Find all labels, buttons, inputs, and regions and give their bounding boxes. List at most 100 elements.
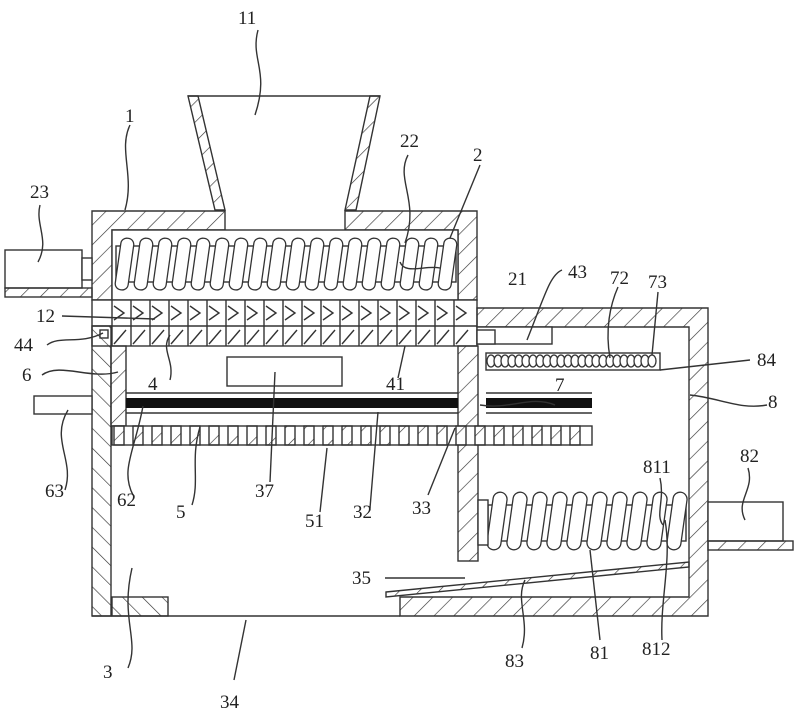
sieve-bar (151, 425, 163, 446)
screen-tooth (398, 305, 411, 321)
screw-coil (437, 237, 458, 291)
screen-tooth (265, 305, 278, 321)
screen-hatch (265, 329, 279, 345)
sieve-bar (208, 425, 220, 446)
lower-screw-coil (606, 491, 628, 551)
label-72: 72 (610, 268, 629, 289)
screen-hatch (189, 329, 203, 345)
screw-coil (152, 237, 173, 291)
screw-coil (171, 237, 192, 291)
label-8: 8 (768, 392, 778, 413)
label-4: 4 (148, 374, 158, 395)
screen-tooth (303, 305, 316, 321)
screen-hatch (341, 329, 355, 345)
sieve-bar (113, 425, 125, 446)
screen-tooth (246, 305, 259, 321)
label-21: 21 (508, 269, 527, 290)
sieve-bar (398, 425, 410, 446)
screen-tooth (360, 305, 373, 321)
screen-tooth (436, 305, 449, 321)
screen-hatch (113, 329, 127, 345)
main-body (91, 325, 479, 617)
chamber-8 (399, 307, 709, 617)
screen-hatch (246, 329, 260, 345)
label-33: 33 (412, 498, 431, 519)
sieve-bar (246, 425, 258, 446)
label-37: 37 (255, 481, 274, 502)
screw-coil (209, 237, 230, 291)
label-2: 2 (473, 145, 483, 166)
label-62: 62 (117, 490, 136, 511)
inclined-plate-83 (385, 561, 690, 598)
screen-tooth (227, 305, 240, 321)
screen-hatch (417, 329, 431, 345)
sieve-bar (227, 425, 239, 446)
sieve-bar (550, 425, 562, 446)
screw-coil (228, 237, 249, 291)
label-812: 812 (642, 639, 671, 660)
screw-coil (247, 237, 268, 291)
screw-coil (342, 237, 363, 291)
sieve-bar (360, 425, 372, 446)
sieve-bar (569, 425, 581, 446)
screen-tooth (322, 305, 335, 321)
label-811: 811 (643, 457, 671, 478)
sieve-plate-5 (111, 425, 593, 446)
lower-screw-coil (586, 491, 608, 551)
sieve-bar (531, 425, 543, 446)
small-coil-turn (647, 354, 657, 368)
sieve-bar (474, 425, 486, 446)
label-81: 81 (590, 643, 609, 664)
screen-tooth (341, 305, 354, 321)
screen-tooth (208, 305, 221, 321)
sieve-bar (379, 425, 391, 446)
label-82: 82 (740, 446, 759, 467)
lower-screw-coil (546, 491, 568, 551)
sieve-bar (189, 425, 201, 446)
sieve-bar (436, 425, 448, 446)
screw-coil (190, 237, 211, 291)
screen-hatch (303, 329, 317, 345)
screen-hatch (322, 329, 336, 345)
label-5: 5 (176, 502, 186, 523)
screw-coil (266, 237, 287, 291)
reference-labels: 11 1 22 2 23 21 43 72 73 12 44 84 6 4 41… (14, 8, 778, 713)
label-43: 43 (568, 262, 587, 283)
label-84: 84 (757, 350, 777, 371)
screen-hatch (284, 329, 298, 345)
screw-coil (399, 237, 420, 291)
screen-tooth (151, 305, 164, 321)
belt-32 (126, 392, 592, 414)
screen-hatch (398, 329, 412, 345)
label-12: 12 (36, 306, 55, 327)
sieve-bar (170, 425, 182, 446)
screw-coil (114, 237, 135, 291)
screen-tooth (284, 305, 297, 321)
sieve-bar (512, 425, 524, 446)
sieve-bar (455, 425, 467, 446)
sieve-bar (284, 425, 296, 446)
label-32: 32 (353, 502, 372, 523)
screen-hatch (379, 329, 393, 345)
screen-tooth (417, 305, 430, 321)
sieve-bar (341, 425, 353, 446)
motor-82 (707, 501, 794, 551)
lower-screw-coils (486, 491, 688, 551)
label-51: 51 (305, 511, 324, 532)
screen-hatch (360, 329, 374, 345)
sieve-bar (493, 425, 505, 446)
screen-hatch (208, 329, 222, 345)
label-44: 44 (14, 335, 34, 356)
screen-hatch (132, 329, 146, 345)
screen-hatch (227, 329, 241, 345)
label-3: 3 (103, 662, 113, 683)
screw-coil (133, 237, 154, 291)
label-73: 73 (648, 272, 667, 293)
sieve-bar (303, 425, 315, 446)
label-6: 6 (22, 365, 32, 386)
component-37 (226, 356, 343, 387)
screw-coil (418, 237, 439, 291)
screw-coil (285, 237, 306, 291)
lower-screw-coil (666, 491, 688, 551)
